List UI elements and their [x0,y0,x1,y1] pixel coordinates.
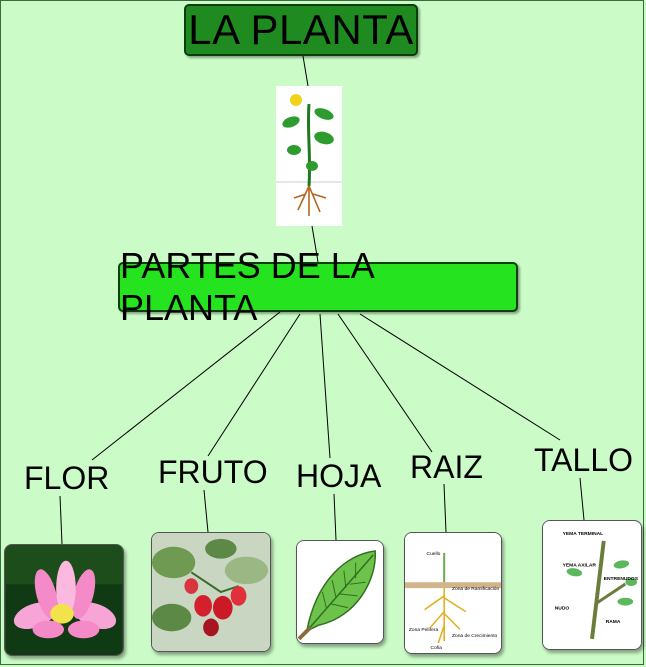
label-flor: FLOR [24,460,110,496]
root-label-pelifera: Zona Pelífera [409,627,439,633]
connector-tallo-image [579,477,585,521]
connector-flor [91,311,281,461]
label-raiz: RAIZ [410,449,483,485]
connector-raiz-image [443,483,447,533]
stem-label-yema-terminal: YEMA TERMINAL [563,531,604,537]
title-text: LA PLANTA [188,6,414,53]
label-tallo: TALLO [534,442,633,478]
label-hoja: HOJA [296,458,382,494]
subtitle-text: PARTES DE LA PLANTA [120,245,373,328]
root-label-cofia: Cofia [430,645,442,651]
title-box: LA PLANTA [184,4,418,56]
connector-raiz [337,313,433,453]
root-label-cuello: Cuello [427,551,441,557]
root-label-crecimiento: Zona de Crecimiento [452,633,498,639]
connector-fruto-image [203,489,209,533]
stem-label-yema-axilar: YEMA AXILAR [563,562,597,568]
root-label-ramificacion: Zona de Ramificación [452,586,499,592]
tallo-image: YEMA TERMINAL YEMA AXILAR ENTRENUDOS NUD… [542,520,642,650]
plant-illustration [276,86,342,226]
hoja-image [296,540,384,644]
connector-flor-image [59,495,63,545]
raiz-image: Cuello Zona de Ramificación Zona Pelífer… [404,532,502,654]
stem-label-rama: RAMA [606,619,621,625]
subtitle-box: PARTES DE LA PLANTA [118,245,518,328]
connector-image-subtitle [311,225,319,263]
connector-tallo [359,313,561,441]
connector-title-image [302,55,309,87]
stem-label-nudo: NUDO [555,606,570,612]
fruto-image [151,532,271,652]
stem-label-entrenudos: ENTRENUDOS [604,576,639,582]
connector-fruto [207,313,301,457]
flor-image [4,544,124,656]
label-fruto: FRUTO [158,454,268,490]
connector-hoja-image [333,493,337,541]
connector-hoja [319,313,331,459]
